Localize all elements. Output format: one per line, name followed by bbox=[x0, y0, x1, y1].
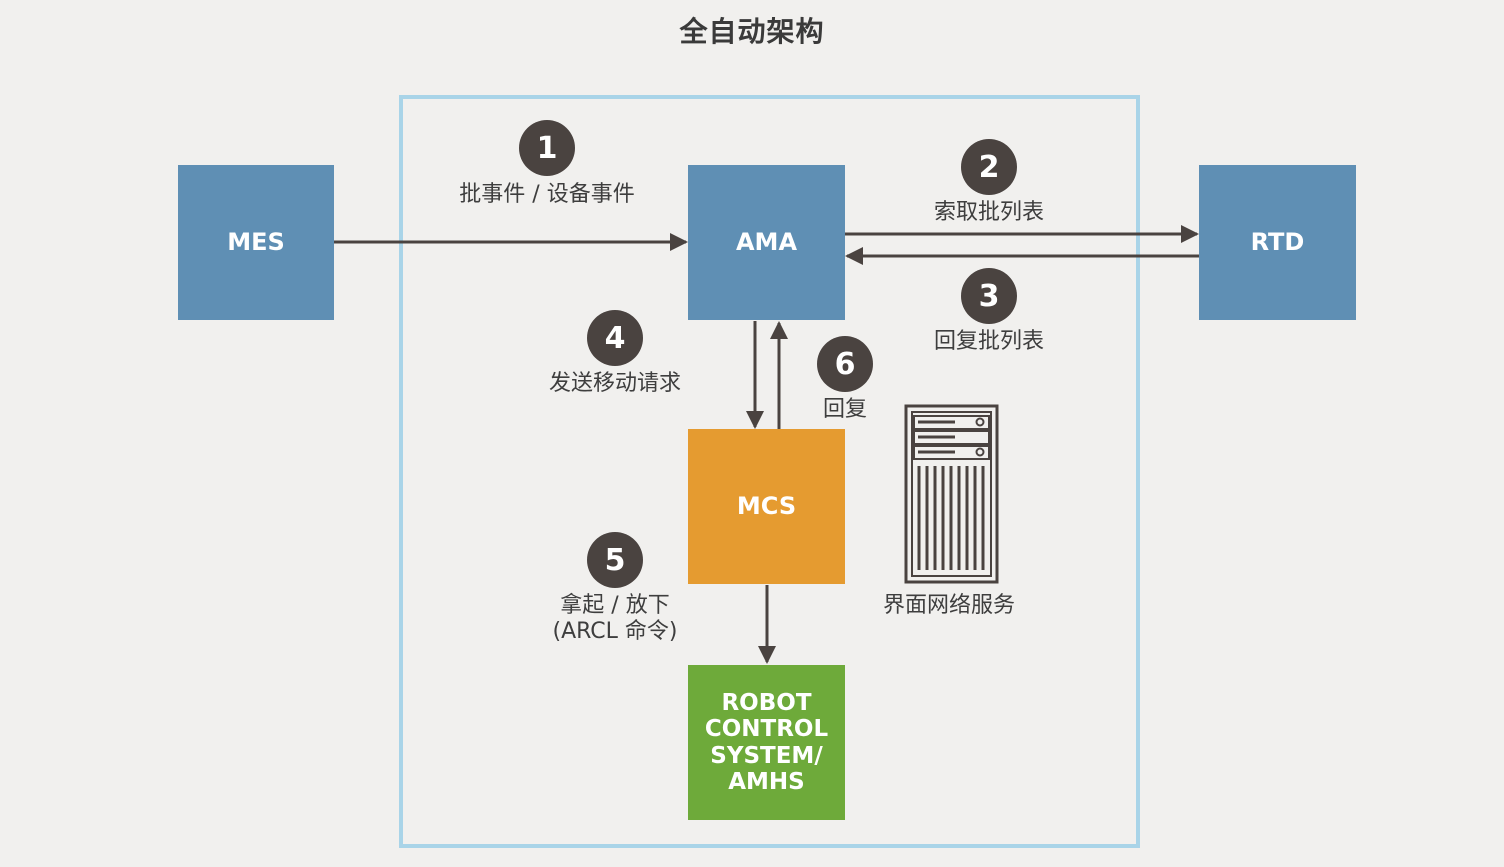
step-label-4: 发送移动请求 bbox=[548, 371, 681, 396]
server-label: 界面网络服务 bbox=[882, 593, 1015, 618]
step-badge-1: 1 bbox=[519, 120, 575, 176]
robot-control-label: ROBOT CONTROL SYSTEM/ AMHS bbox=[704, 689, 829, 795]
step-label-6: 回复 bbox=[822, 397, 867, 422]
diagram-title: 全自动架构 bbox=[679, 15, 825, 48]
step-badge-3: 3 bbox=[961, 268, 1017, 324]
ama-label: AMA bbox=[735, 227, 798, 256]
step-label-3: 回复批列表 bbox=[933, 329, 1044, 354]
step-badge-2: 2 bbox=[961, 139, 1017, 195]
system-boundary-frame bbox=[399, 95, 1140, 848]
server-icon bbox=[904, 404, 999, 584]
step-badge-4: 4 bbox=[587, 310, 643, 366]
mes-label: MES bbox=[227, 227, 285, 256]
rtd-label: RTD bbox=[1250, 227, 1305, 256]
step-badge-6: 6 bbox=[817, 336, 873, 392]
step-label-2: 索取批列表 bbox=[933, 200, 1044, 225]
ama-box: AMA bbox=[688, 165, 845, 320]
mcs-box: MCS bbox=[688, 429, 845, 584]
robot-control-box: ROBOT CONTROL SYSTEM/ AMHS bbox=[688, 665, 845, 820]
mcs-label: MCS bbox=[736, 491, 797, 520]
step-label-1: 批事件 / 设备事件 bbox=[459, 182, 635, 207]
step-badge-5: 5 bbox=[587, 532, 643, 588]
step-label-5: 拿起 / 放下 (ARCL 命令) bbox=[552, 593, 678, 645]
rtd-box: RTD bbox=[1199, 165, 1356, 320]
mes-box: MES bbox=[178, 165, 334, 320]
